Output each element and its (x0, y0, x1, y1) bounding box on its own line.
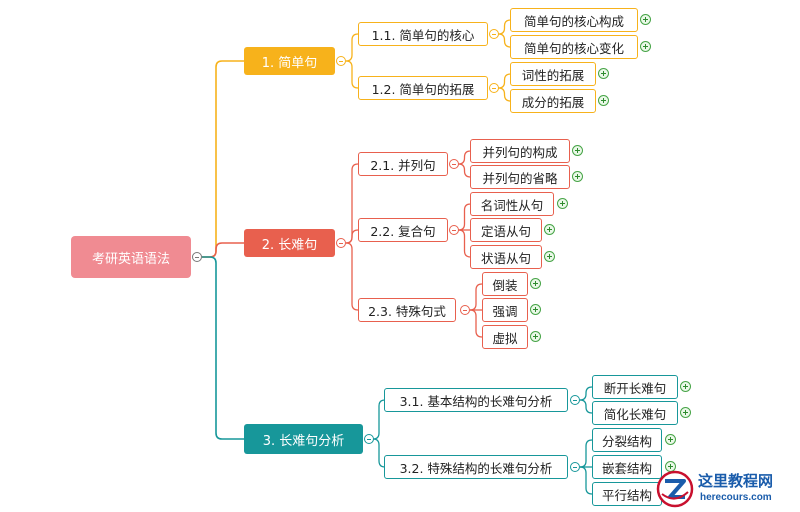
connector-line (345, 163, 359, 244)
topic-2-1[interactable]: 2.1. 并列句 (358, 152, 448, 176)
connector-line (579, 466, 593, 495)
expand-icon[interactable] (544, 224, 555, 235)
connector-line (202, 60, 244, 258)
expand-icon[interactable] (530, 304, 541, 315)
leaf-1-1-1[interactable]: 简单句的核心构成 (510, 8, 638, 32)
branch-2-collapse-icon[interactable] (336, 238, 346, 248)
expand-icon[interactable] (598, 68, 609, 79)
leaf-3-1-2[interactable]: 简化长难句 (592, 401, 678, 425)
topic-1-2-collapse-icon[interactable] (489, 83, 499, 93)
connector-line (469, 309, 483, 338)
connector-line (458, 163, 471, 178)
topic-3-2[interactable]: 3.2. 特殊结构的长难句分析 (384, 455, 568, 479)
leaf-2-2-3[interactable]: 状语从句 (470, 245, 542, 269)
expand-icon[interactable] (572, 171, 583, 182)
connector-line (498, 33, 511, 48)
watermark-title: 这里教程网 (698, 472, 774, 490)
connector-line (498, 73, 511, 89)
branch-3-collapse-icon[interactable] (364, 434, 374, 444)
leaf-2-1-2[interactable]: 并列句的省略 (470, 165, 570, 189)
leaf-2-3-1[interactable]: 倒装 (482, 272, 528, 296)
root-collapse-icon[interactable] (192, 252, 202, 262)
topic-2-2-collapse-icon[interactable] (449, 225, 459, 235)
expand-icon[interactable] (640, 14, 651, 25)
branch-1-node[interactable]: 1. 简单句 (244, 47, 335, 75)
expand-icon[interactable] (544, 251, 555, 262)
connector-line (458, 203, 471, 231)
topic-1-1[interactable]: 1.1. 简单句的核心 (358, 22, 488, 46)
connector-line (345, 229, 359, 244)
branch-3-node[interactable]: 3. 长难句分析 (244, 424, 363, 454)
topic-1-1-collapse-icon[interactable] (489, 29, 499, 39)
watermark-url: herecours.com (700, 492, 772, 503)
leaf-2-2-2[interactable]: 定语从句 (470, 218, 542, 242)
site-watermark: 这里教程网 herecours.com (656, 466, 800, 512)
connector-line (372, 438, 386, 468)
leaf-1-1-2[interactable]: 简单句的核心变化 (510, 35, 638, 59)
expand-icon[interactable] (572, 145, 583, 156)
connector-line (498, 19, 511, 35)
branch-2-node[interactable]: 2. 长难句 (244, 229, 335, 257)
topic-2-3-collapse-icon[interactable] (460, 305, 470, 315)
leaf-2-3-3[interactable]: 虚拟 (482, 325, 528, 349)
watermark-logo-icon (656, 470, 694, 508)
connector-line (345, 242, 359, 311)
expand-icon[interactable] (680, 381, 691, 392)
expand-icon[interactable] (598, 95, 609, 106)
leaf-3-1-1[interactable]: 断开长难句 (592, 375, 678, 399)
leaf-1-2-1[interactable]: 词性的拓展 (510, 62, 596, 86)
topic-3-1-collapse-icon[interactable] (570, 395, 580, 405)
expand-icon[interactable] (557, 198, 568, 209)
expand-icon[interactable] (530, 278, 541, 289)
expand-icon[interactable] (665, 434, 676, 445)
topic-3-1[interactable]: 3.1. 基本结构的长难句分析 (384, 388, 568, 412)
leaf-1-2-2[interactable]: 成分的拓展 (510, 89, 596, 113)
connector-line (458, 150, 471, 165)
branch-1-collapse-icon[interactable] (336, 56, 346, 66)
connector-line (469, 283, 483, 311)
connector-line (579, 399, 593, 414)
leaf-3-2-3[interactable]: 平行结构 (592, 482, 662, 506)
expand-icon[interactable] (530, 331, 541, 342)
connector-line (202, 256, 244, 440)
connector-line (458, 229, 471, 258)
connector-line (345, 60, 359, 89)
topic-3-2-collapse-icon[interactable] (570, 462, 580, 472)
topic-1-2[interactable]: 1.2. 简单句的拓展 (358, 76, 488, 100)
leaf-3-2-2[interactable]: 嵌套结构 (592, 455, 662, 479)
topic-2-1-collapse-icon[interactable] (449, 159, 459, 169)
root-node[interactable]: 考研英语语法 (71, 236, 191, 278)
leaf-2-1-1[interactable]: 并列句的构成 (470, 139, 570, 163)
connector-line (498, 87, 511, 102)
leaf-2-2-1[interactable]: 名词性从句 (470, 192, 554, 216)
connector-line (579, 386, 593, 401)
connector-line (345, 33, 359, 62)
expand-icon[interactable] (680, 407, 691, 418)
connector-line (579, 439, 593, 468)
leaf-3-2-1[interactable]: 分裂结构 (592, 428, 662, 452)
topic-2-2[interactable]: 2.2. 复合句 (358, 218, 448, 242)
connector-line (202, 242, 244, 258)
leaf-2-3-2[interactable]: 强调 (482, 298, 528, 322)
topic-2-3[interactable]: 2.3. 特殊句式 (358, 298, 456, 322)
expand-icon[interactable] (640, 41, 651, 52)
